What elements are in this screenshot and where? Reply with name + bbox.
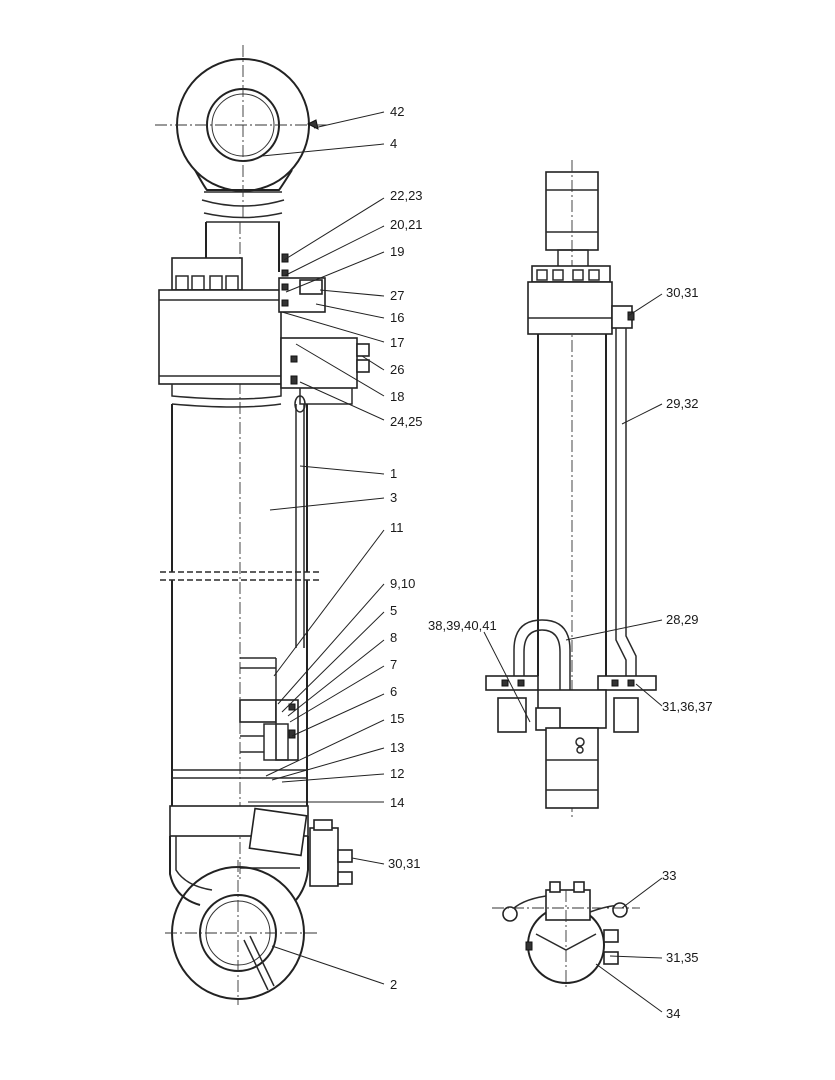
rod-eye-top <box>155 45 330 223</box>
callout-6: 6 <box>390 684 397 699</box>
end-view-cylinder <box>492 881 640 988</box>
callout-15: 15 <box>390 711 404 726</box>
callout-34: 34 <box>666 1006 680 1021</box>
callout-19: 19 <box>390 244 404 259</box>
callout-30-31-top: 30,31 <box>666 285 699 300</box>
callout-38-39-40-41: 38,39,40,41 <box>428 618 497 633</box>
callout-18: 18 <box>390 389 404 404</box>
callout-2: 2 <box>390 977 397 992</box>
callout-33: 33 <box>662 868 676 883</box>
callout-22-23: 22,23 <box>390 188 423 203</box>
callout-26: 26 <box>390 362 404 377</box>
side-view-cylinder <box>485 160 657 820</box>
callout-27: 27 <box>390 288 404 303</box>
callout-4: 4 <box>390 136 397 151</box>
callout-11: 11 <box>390 520 404 535</box>
callout-28-29: 28,29 <box>666 612 699 627</box>
callout-13: 13 <box>390 740 404 755</box>
piston-section <box>239 657 299 761</box>
callout-29-32: 29,32 <box>666 396 699 411</box>
main-cylinder-view <box>155 45 370 1005</box>
cylinder-tube <box>160 395 320 806</box>
head-port-block <box>278 253 370 405</box>
callout-17: 17 <box>390 335 404 350</box>
callout-12: 12 <box>390 766 404 781</box>
bottom-cap-and-clevis <box>169 805 353 906</box>
callout-14: 14 <box>390 795 404 810</box>
callout-1: 1 <box>390 466 397 481</box>
leader-lines <box>248 111 663 1013</box>
callout-5: 5 <box>390 603 397 618</box>
callout-31-36-37: 31,36,37 <box>662 699 713 714</box>
cylinder-head-gland <box>158 257 282 408</box>
callout-8: 8 <box>390 630 397 645</box>
callout-labels: 42 4 22,23 20,21 19 27 16 17 26 18 24,25… <box>388 104 713 1021</box>
callout-31-35: 31,35 <box>666 950 699 965</box>
callout-30-31-bottom: 30,31 <box>388 856 421 871</box>
callout-20-21: 20,21 <box>390 217 423 232</box>
cylinder-eye-bottom <box>165 860 320 1005</box>
callout-16: 16 <box>390 310 404 325</box>
callout-42: 42 <box>390 104 404 119</box>
callout-3: 3 <box>390 490 397 505</box>
callout-9-10: 9,10 <box>390 576 415 591</box>
callout-24-25: 24,25 <box>390 414 423 429</box>
callout-7: 7 <box>390 657 397 672</box>
